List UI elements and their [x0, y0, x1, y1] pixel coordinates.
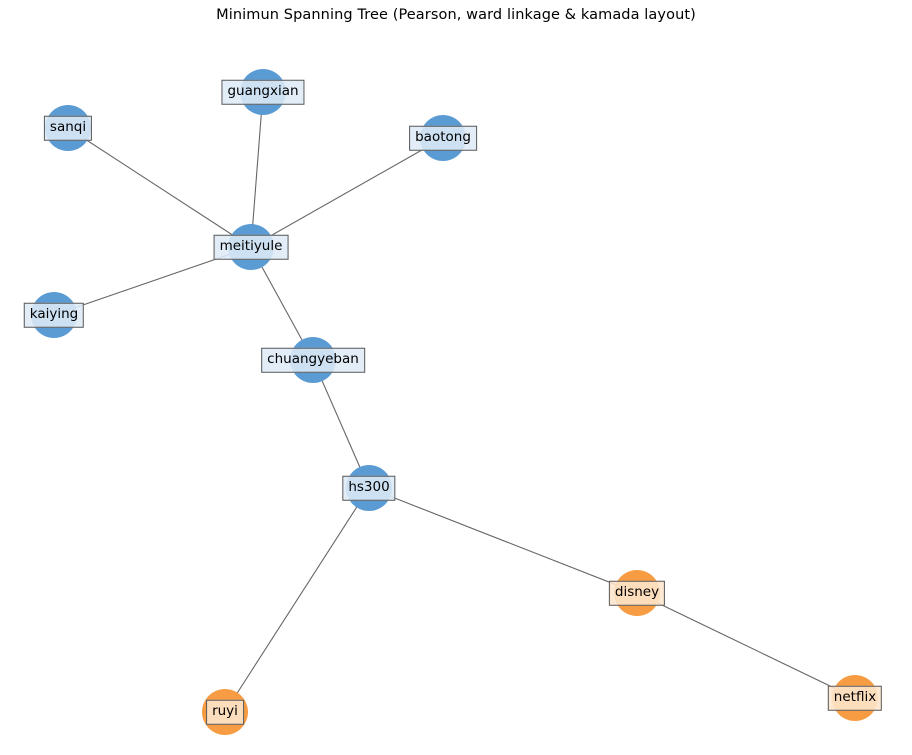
graph-edge [368, 487, 638, 594]
node-label: disney [608, 580, 666, 606]
graph-edge [636, 592, 856, 699]
graph-edge [224, 487, 370, 713]
node-label: netflix [827, 685, 883, 711]
graph-edge [250, 91, 264, 248]
edge-layer [53, 91, 856, 713]
node-label: baotong [409, 125, 477, 151]
node-label: sanqi [43, 115, 93, 141]
graph-edge [67, 127, 252, 248]
node-label: kaiying [23, 302, 85, 328]
chart-title: Minimun Spanning Tree (Pearson, ward lin… [216, 7, 696, 23]
node-label: guangxian [221, 79, 305, 105]
node-label: meitiyule [213, 234, 289, 260]
node-label: chuangyeban [261, 347, 365, 373]
node-label: ruyi [206, 699, 244, 725]
graph-edge [250, 137, 444, 248]
node-label: hs300 [342, 475, 396, 501]
